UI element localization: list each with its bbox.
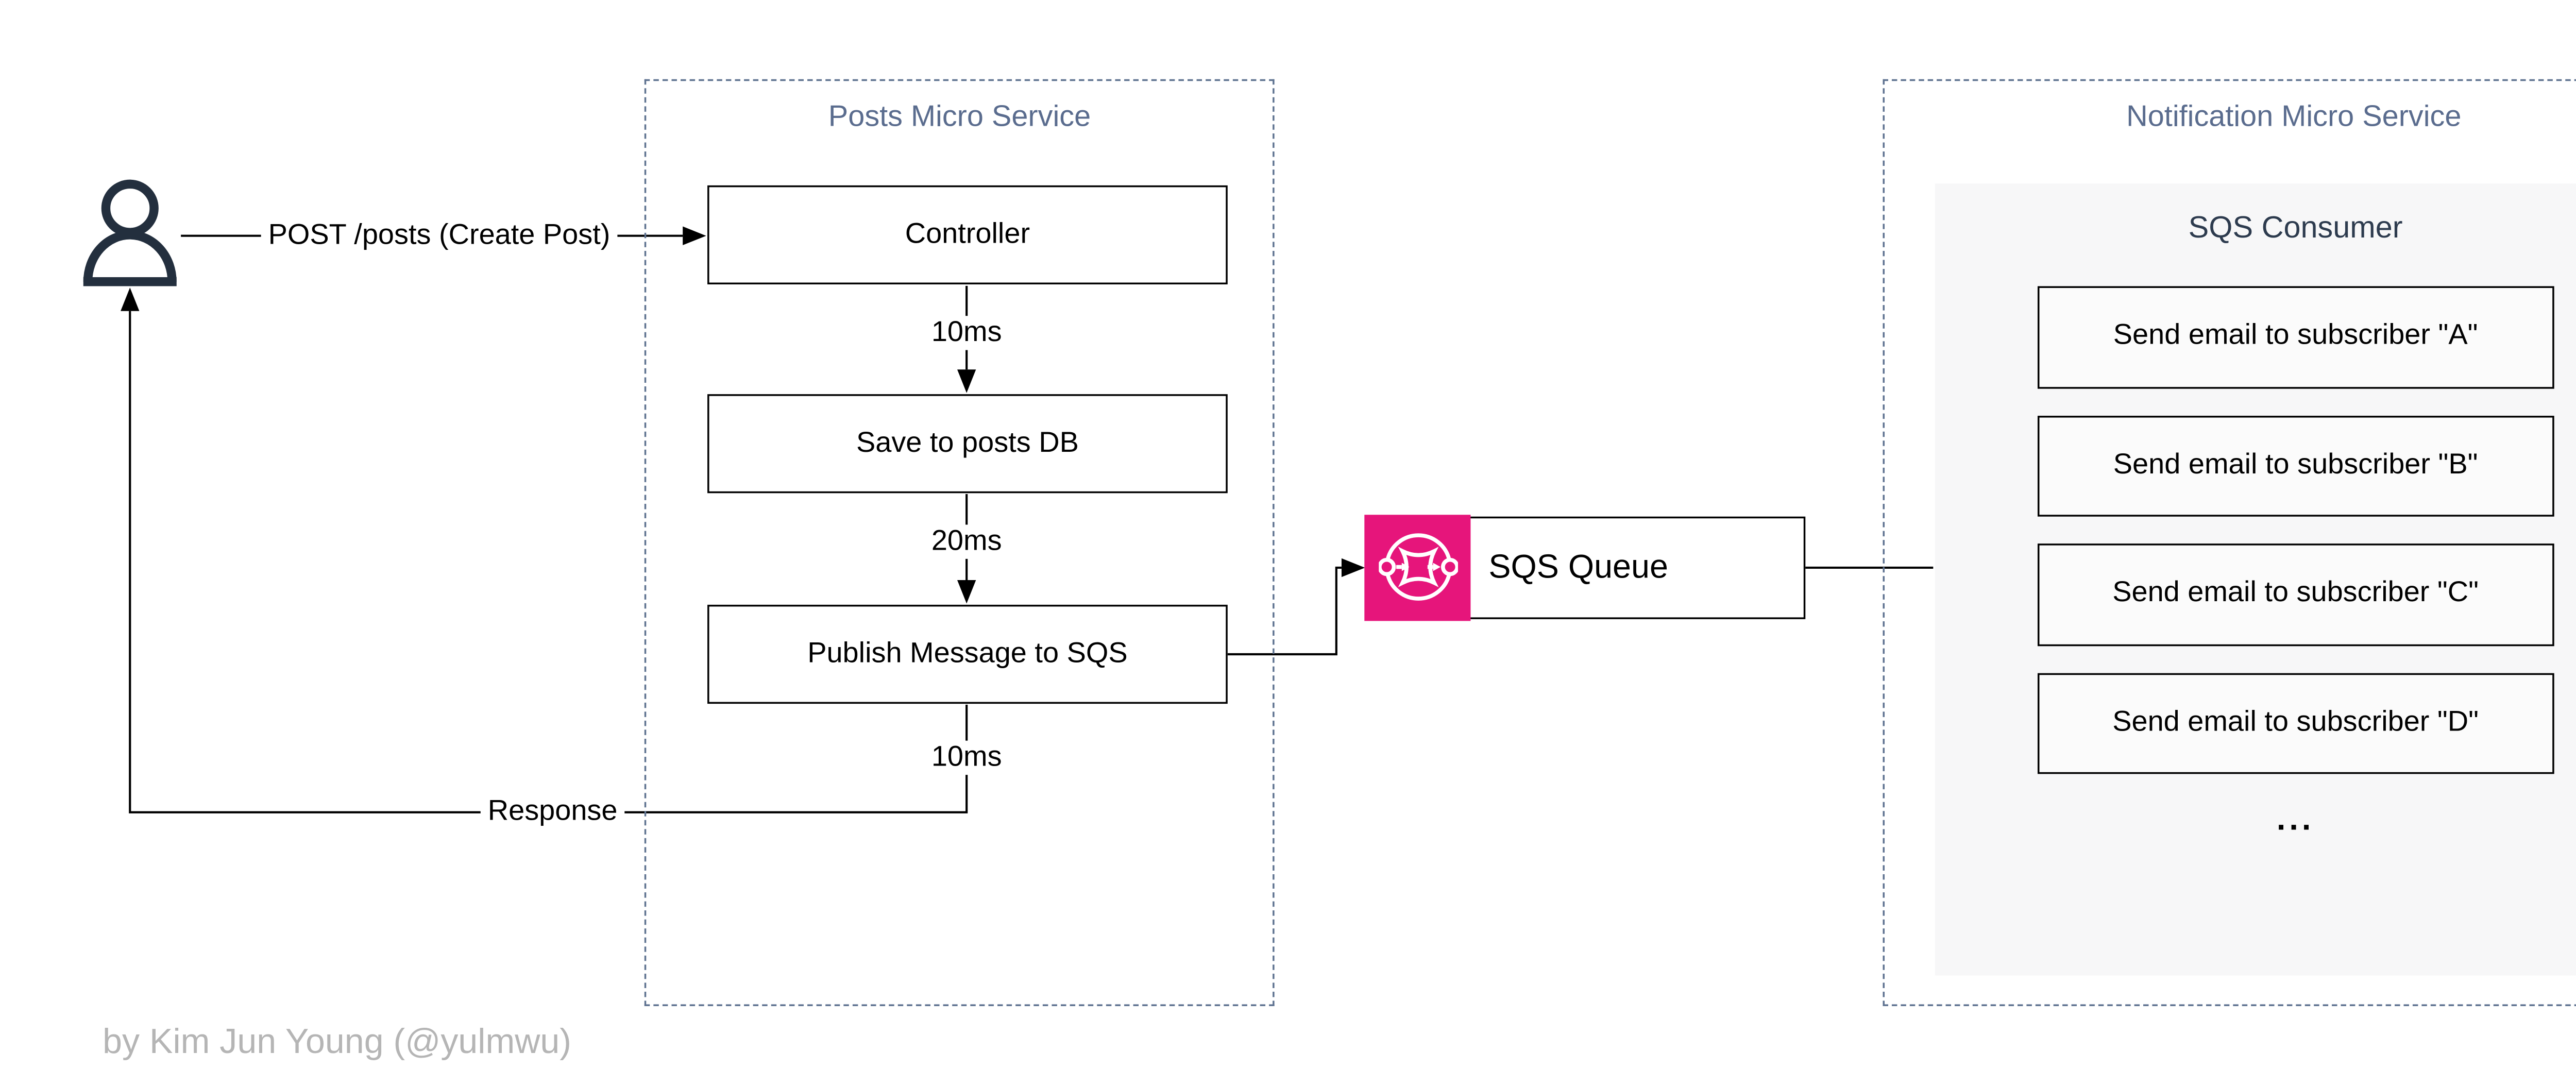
response-edge-label: Response xyxy=(480,795,625,829)
publish-to-sqs-node: Publish Message to SQS xyxy=(707,604,1228,704)
send-email-task-c: Send email to subscriber "C" xyxy=(2037,544,2554,646)
sqs-badge xyxy=(1365,515,1471,620)
sqs-consumer-title: SQS Consumer xyxy=(2188,210,2403,245)
latency-label-controller-save: 10ms xyxy=(924,315,1009,349)
notification-service-container: Notification Micro Service SQS Consumer … xyxy=(1882,78,2576,1006)
notification-service-title: Notification Micro Service xyxy=(2126,99,2462,132)
controller-to-save-arrowhead xyxy=(957,369,976,393)
send-email-task-b: Send email to subscriber "B" xyxy=(2037,415,2554,517)
request-edge-label: POST /posts (Create Post) xyxy=(261,218,618,253)
send-email-task-a-label: Send email to subscriber "A" xyxy=(2113,321,2478,352)
latency-label-publish-response: 10ms xyxy=(924,740,1009,775)
user-icon xyxy=(83,179,177,286)
sqs-icon xyxy=(1378,534,1458,602)
request-arrowhead xyxy=(683,226,706,245)
posts-service-title: Posts Micro Service xyxy=(828,99,1091,132)
send-email-task-d-label: Send email to subscriber "D" xyxy=(2112,707,2479,738)
send-email-task-b-label: Send email to subscriber "B" xyxy=(2113,450,2478,481)
send-email-task-c-label: Send email to subscriber "C" xyxy=(2112,578,2479,609)
controller-node: Controller xyxy=(707,185,1228,285)
send-email-task-a: Send email to subscriber "A" xyxy=(2037,286,2554,388)
save-to-publish-arrowhead xyxy=(957,580,976,604)
send-email-task-d: Send email to subscriber "D" xyxy=(2037,672,2554,775)
attribution-text: by Kim Jun Young (@yulmwu) xyxy=(103,1022,572,1062)
sqs-queue-label: SQS Queue xyxy=(1488,548,1668,586)
publish-to-queue-arrowhead xyxy=(1341,558,1365,578)
save-to-db-node: Save to posts DB xyxy=(707,394,1228,494)
sqs-consumer-panel: SQS Consumer Send email to subscriber "A… xyxy=(1935,183,2576,975)
publish-to-queue-line xyxy=(1227,566,1342,656)
controller-node-label: Controller xyxy=(905,218,1030,249)
response-arrowhead xyxy=(121,287,140,311)
more-tasks-ellipsis: ... xyxy=(2276,800,2315,837)
latency-label-save-publish: 20ms xyxy=(924,524,1009,559)
posts-service-container: Posts Micro Service xyxy=(645,78,1274,1006)
sqs-queue-node: SQS Queue xyxy=(1365,515,1805,620)
save-to-db-node-label: Save to posts DB xyxy=(856,427,1079,458)
publish-to-sqs-node-label: Publish Message to SQS xyxy=(807,638,1128,669)
